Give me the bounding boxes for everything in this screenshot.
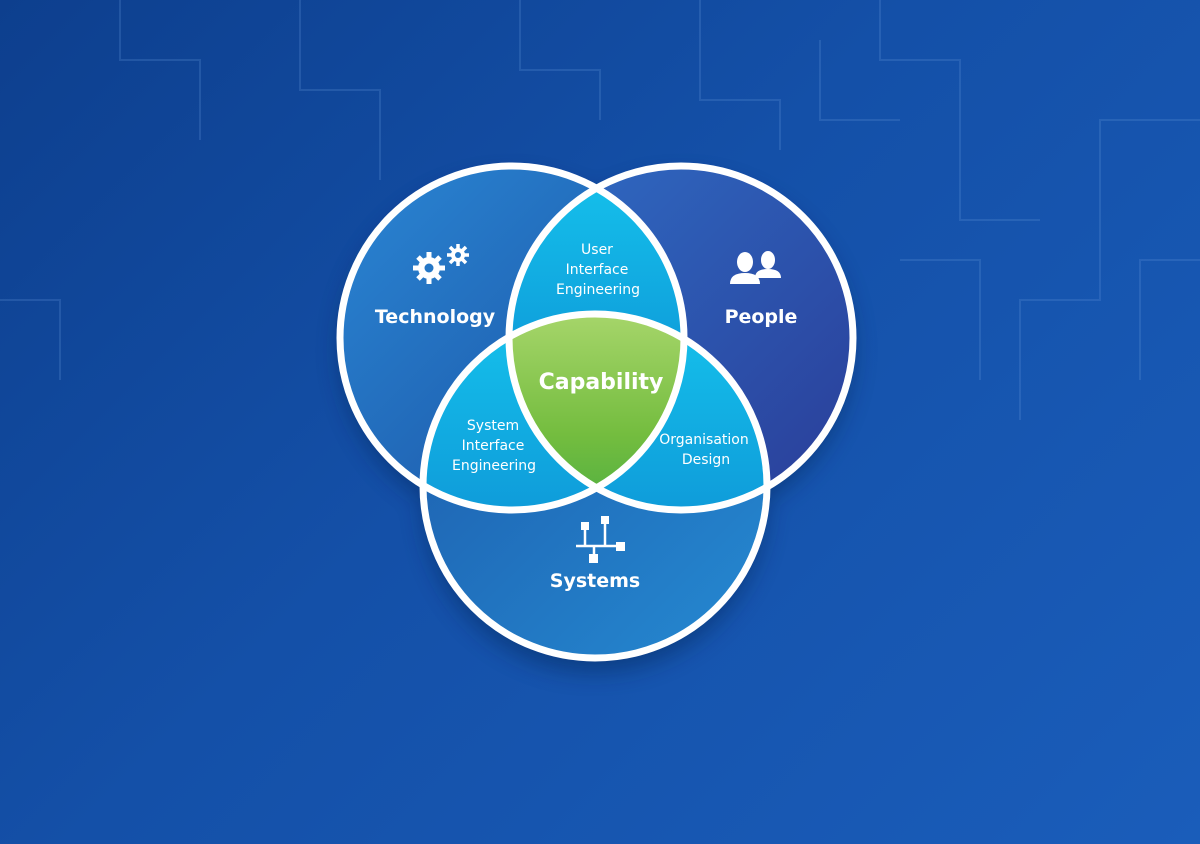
system-interface-line-1: System xyxy=(467,418,519,434)
system-interface-line-3: Engineering xyxy=(452,458,536,474)
people-label: People xyxy=(725,306,798,328)
circle-outlines xyxy=(336,162,857,662)
users-icon xyxy=(730,251,781,284)
organisation-design-line-2: Design xyxy=(682,452,730,468)
gears-icon xyxy=(413,244,469,284)
systems-label: Systems xyxy=(550,570,640,592)
ui-engineering-line-3: Engineering xyxy=(556,282,640,298)
circuit-background xyxy=(0,0,1200,420)
network-icon xyxy=(576,516,625,563)
technology-label: Technology xyxy=(375,306,496,328)
capability-label: Capability xyxy=(539,370,664,395)
system-interface-line-2: Interface xyxy=(462,438,525,454)
ui-engineering-line-1: User xyxy=(581,242,613,258)
organisation-design-line-1: Organisation xyxy=(659,432,748,448)
ui-engineering-line-2: Interface xyxy=(566,262,629,278)
